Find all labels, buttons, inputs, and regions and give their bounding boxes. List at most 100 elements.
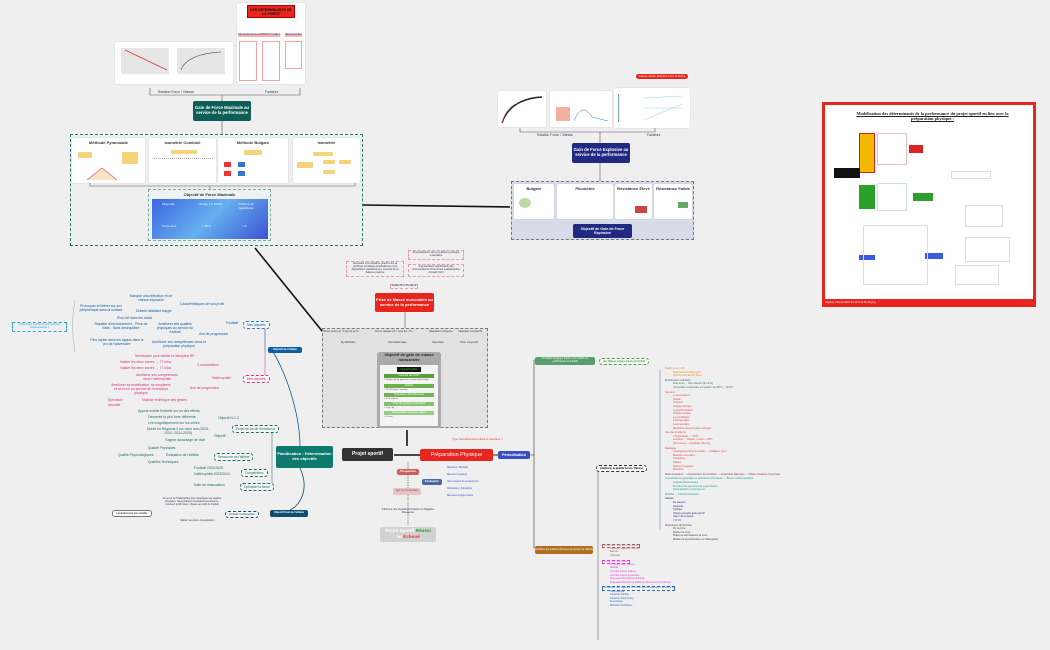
- evaluation-item: Motivation / Discipline: [447, 487, 473, 490]
- periodisation-branch[interactable]: Établir son profil: [665, 367, 685, 370]
- periodisation-node[interactable]: Périodisation: [498, 451, 530, 459]
- periodisation-item: Évaluation Fonctionnel (FMS) du Mouvemen…: [610, 580, 671, 584]
- athlete-item: Améliorer ses qualités physiques au serv…: [156, 322, 194, 334]
- masse-facteurs: Facteurs et concepts: [390, 284, 419, 289]
- agir-analytique-node[interactable]: Agir sur l'Analytique: [393, 488, 421, 495]
- objective-row: Volume: [384, 384, 434, 388]
- periodisation-item: Contrôle moteur statique: [610, 570, 637, 573]
- periodisation-branch[interactable]: Nerveux: [665, 390, 676, 394]
- table-cell: Force max: [162, 224, 177, 228]
- planning-item: Appuis mobile Embellir sur un des effort…: [138, 409, 200, 413]
- evaluation-item: Non respect du programme: [447, 480, 479, 483]
- fibre-adaptation: Myofibrillaire: [341, 341, 356, 344]
- periodisation-item: Contrôle moteur dynamique: [610, 573, 640, 577]
- final-branch[interactable]: Football / Haltérophilie: [225, 511, 259, 518]
- explosive-objective[interactable]: Objectif de Gain de Force Explosive: [573, 224, 632, 238]
- planning-item: Haltérophilie 2023/2024: [194, 472, 230, 476]
- qualites-physiques-node[interactable]: Améliorer les qualités physiques au serv…: [535, 546, 593, 554]
- periodisation-item: Montée de force: [673, 530, 691, 534]
- planning-node[interactable]: Projet de vie de l'entraîneur: [232, 425, 279, 433]
- haltero-item: Axe de progression: [190, 386, 220, 390]
- projet-sportif-node[interactable]: Projet sportif: [342, 448, 393, 461]
- periodisation-item: Unipodal: [610, 554, 620, 557]
- planning-node[interactable]: Ressource de l'athlète: [214, 453, 254, 461]
- periodisation-branch[interactable]: Axe de structures: [665, 431, 686, 435]
- periodisation-branch[interactable]: Mobilité → Neuromusculaire: [665, 492, 699, 496]
- mes-objectifs[interactable]: Mes objectifs: [243, 321, 270, 329]
- method-title: Résistance Élevé: [617, 186, 650, 191]
- periodisation-branch[interactable]: Améliorer la mobilité: [602, 559, 631, 565]
- periodisation-item: La synchronisation: [673, 408, 693, 412]
- explosive-method-card[interactable]: Pliométrie: [557, 184, 613, 219]
- method-title: Résistance Faible: [656, 186, 690, 191]
- evaluation-node[interactable]: Évaluation: [422, 479, 442, 485]
- objectif-final-node[interactable]: Objectif final de l'athlète: [270, 510, 308, 517]
- force-velocity-graphs: [115, 42, 233, 84]
- mes-objectifs[interactable]: Mes objectifs: [243, 375, 270, 383]
- masse-node[interactable]: Prise de Masse musculaire au service de …: [375, 293, 434, 312]
- method-card[interactable]: Isométrie Combiné: [149, 138, 216, 183]
- periodisation-branch[interactable]: Améliorer l'équilibre postural: [602, 543, 640, 549]
- periodisation-branch[interactable]: Élastique: [665, 446, 677, 450]
- explosive-graph: [498, 91, 546, 127]
- objective-note: > Charges qui ne pèsent ni au niveau de …: [384, 379, 429, 381]
- planification-node[interactable]: Planification : Détermination des object…: [276, 446, 333, 468]
- athlete-item: Axe de progression: [199, 332, 229, 336]
- periodisation-item: Bascule: [610, 550, 619, 554]
- explosive-method-card[interactable]: Bulgare: [514, 184, 554, 219]
- evaluation-item: Mesures Hygiène: [447, 473, 468, 476]
- explosive-method-card[interactable]: Résistance Élevé: [615, 184, 652, 219]
- periodisation-item: Composition moléculaire et migration de …: [673, 386, 733, 389]
- planning-node[interactable]: Optimiser la forme: [240, 483, 275, 491]
- method-card[interactable]: Méthode Pyramidale: [72, 138, 145, 183]
- periodisation-item: Phase de décroissance de force: [673, 534, 708, 538]
- label-relation-force-vitesse: Relation Force / Vitesse: [158, 90, 194, 94]
- method-title: Isométrie: [317, 140, 336, 145]
- fibre-type: Fibres lentes (I) / Type IIa et IIx: [323, 330, 359, 333]
- athlete-item: Rapidité d'enchaînement - Prise de balle…: [94, 322, 148, 330]
- fibre-type: Fibres rapides (II) / Type IIa > IIx: [375, 330, 413, 333]
- periodisation-branch[interactable]: Expression de la force: [665, 523, 692, 527]
- method-card[interactable]: Isométrie: [293, 138, 360, 183]
- periodisation-item: Spatial: [673, 397, 681, 401]
- periodisation-branch[interactable]: Vitesse: [665, 497, 674, 501]
- athlete-item: Provoquer et libérer sur son périphériqu…: [79, 304, 123, 312]
- planning-item: Qualité Physiques: [148, 446, 176, 450]
- objective-title: Objectif de Force Maximale: [183, 192, 236, 197]
- fibre-adaptation: Vasculaire: [432, 341, 444, 344]
- method-card[interactable]: Méthode Bulgare: [218, 138, 288, 183]
- planning-item: Objectif N-1-2: [218, 416, 239, 420]
- planning-node[interactable]: Compétitions: [241, 469, 268, 477]
- periodisation-item: La coordination: [673, 415, 690, 419]
- periodisation-branch[interactable]: Bioénergétique → Amélioration de la Fili…: [665, 472, 781, 476]
- planning-item: Date de musculation: [194, 483, 225, 487]
- profil-node[interactable]: Profil Avant Latéral en championnat Dépa…: [12, 322, 67, 332]
- evaluation-item: Mesures d'Hypocrisies: [447, 494, 474, 497]
- logique-interne-node[interactable]: Connaître la logique interne et le modèl…: [535, 357, 595, 365]
- objective-note: > 12 à 20 séries / semaine: [384, 389, 408, 391]
- fibre-adaptation: Tissu conjonctif: [460, 341, 478, 344]
- periodisation-branch[interactable]: Coordinations gestuelles et habiletés te…: [665, 477, 754, 481]
- periodisation-item: Intramusculaire: [673, 419, 690, 423]
- objectif-athlete-node[interactable]: Objectif de l'athlète: [268, 347, 302, 353]
- modelisation-panel[interactable]: Modélisation des déterminants de la perf…: [822, 102, 1036, 307]
- athlete-item: Caractéristiques de son profil: [180, 302, 224, 306]
- force-explosive-node[interactable]: Gain de Force Explosive au service de la…: [572, 143, 630, 163]
- athlete-item: Dribble défaillant frappe: [136, 309, 172, 313]
- table-cell: < 6: [242, 224, 247, 228]
- periodisation-item: Pic de force: [673, 527, 686, 531]
- force-max-node[interactable]: Gain de Force Maximale au service de la …: [193, 101, 251, 121]
- method-title: Pliométrie: [575, 186, 595, 191]
- periodisation-branch[interactable]: Améliorer les régimes de contractions pr…: [602, 586, 676, 592]
- objective-row: Fréquence d'entraînement: [384, 393, 434, 397]
- programme-node[interactable]: Programme: [397, 469, 419, 475]
- preparation-physique-node[interactable]: Préparation Physique: [420, 449, 493, 461]
- explosive-method-card[interactable]: Résistance Faible: [654, 184, 692, 219]
- masse-concept: Augmentation significative des concentra…: [408, 264, 464, 277]
- quality-node[interactable]: Améliorer la qualité Force / Vitesse: [596, 465, 648, 472]
- planning-item: Les magnifiquement sur les séries: [148, 421, 200, 425]
- periodisation-branch[interactable]: Modification cellulaire: [665, 378, 691, 382]
- periodisation-item: Protocole avant séance: [610, 562, 635, 566]
- periodisation-item: Majoritairement fibre type I: [673, 370, 702, 374]
